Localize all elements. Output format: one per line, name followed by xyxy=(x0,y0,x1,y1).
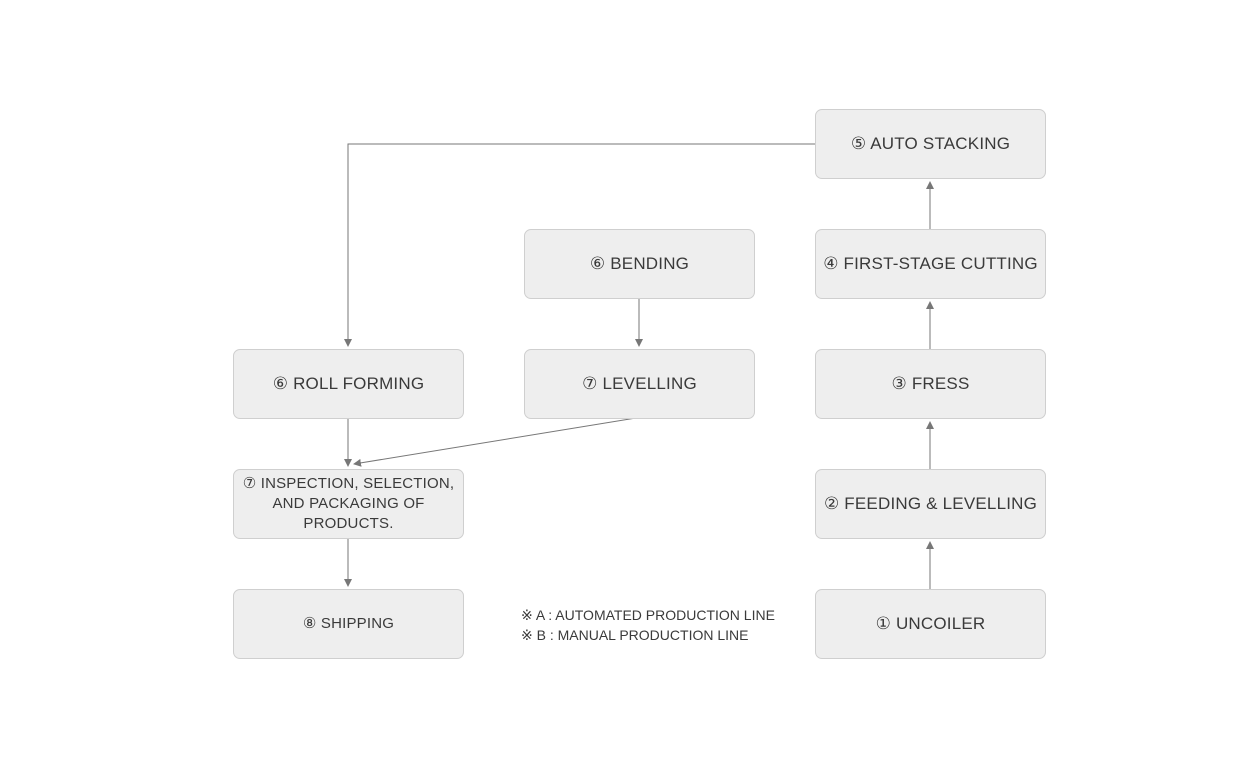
node-label: ⑧ SHIPPING xyxy=(302,615,395,632)
node-auto-stacking: ⑤ AUTO STACKING xyxy=(815,109,1046,179)
arrow-stacking-to-roll-forming xyxy=(344,143,815,347)
legend-note-b: ※ B : MANUAL PRODUCTION LINE xyxy=(521,627,749,643)
node-bending: ⑥ BENDING xyxy=(524,229,755,299)
legend-note-a: ※ A : AUTOMATED PRODUCTION LINE xyxy=(521,607,775,623)
node-first-stage-cutting: ④ FIRST-STAGE CUTTING xyxy=(815,229,1046,299)
node-levelling: ⑦ LEVELLING xyxy=(524,349,755,419)
node-roll-forming: ⑥ ROLL FORMING xyxy=(233,349,464,419)
node-label: ① UNCOILER xyxy=(875,614,986,633)
node-label: ② FEEDING & LEVELLING xyxy=(823,494,1038,513)
arrow-levelling-to-inspection xyxy=(353,417,637,467)
node-shipping: ⑧ SHIPPING xyxy=(233,589,464,659)
node-label: ④ FIRST-STAGE CUTTING xyxy=(823,254,1038,273)
node-label: ⑦ INSPECTION, SELECTION, AND PACKAGING O… xyxy=(242,475,455,532)
node-label: ③ FRESS xyxy=(891,374,970,393)
node-inspection: ⑦ INSPECTION, SELECTION, AND PACKAGING O… xyxy=(233,469,464,539)
node-feeding-levelling: ② FEEDING & LEVELLING xyxy=(815,469,1046,539)
node-fress: ③ FRESS xyxy=(815,349,1046,419)
node-uncoiler: ① UNCOILER xyxy=(815,589,1046,659)
node-label: ⑤ AUTO STACKING xyxy=(850,134,1011,153)
node-label: ⑥ ROLL FORMING xyxy=(272,374,425,393)
node-label: ⑦ LEVELLING xyxy=(582,374,697,393)
node-label: ⑥ BENDING xyxy=(589,254,690,273)
